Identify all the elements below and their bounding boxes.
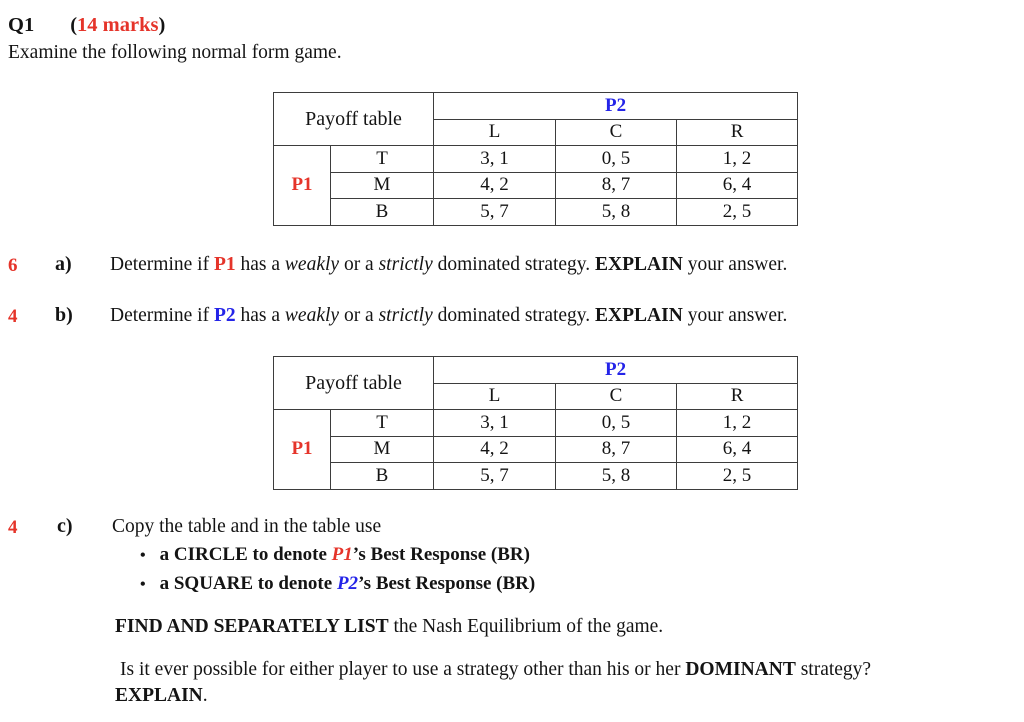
payoff-cell-MR: 6, 4 [676, 435, 799, 463]
part-b-label: b) [55, 304, 73, 326]
row-strategy-T: T [329, 409, 435, 437]
col-strategy-C: C [555, 382, 678, 410]
part-a-mid3: dominated strategy. [432, 254, 596, 275]
question-header: Q1 (14 marks) [8, 13, 165, 39]
payoff-cell-MR: 6, 4 [676, 171, 799, 199]
find-list-bold: FIND AND SEPARATELY LIST [115, 616, 389, 637]
part-a-post: your answer. [682, 254, 788, 275]
part-a-explain: EXPLAIN [595, 254, 683, 275]
payoff-cell-ML: 4, 2 [433, 171, 557, 199]
part-b-pre: Determine if [110, 305, 214, 326]
find-list-instruction: FIND AND SEPARATELY LIST the Nash Equili… [115, 615, 663, 639]
part-b-text: Determine if P2 has a weakly or a strict… [110, 304, 787, 328]
intro-sentence: Examine the following normal form game. [8, 42, 342, 63]
row-strategy-M: M [329, 435, 435, 463]
payoff-cell-TL: 3, 1 [433, 409, 557, 437]
col-strategy-L: L [433, 382, 557, 410]
dominant-question-pre: Is it ever possible for either player to… [120, 659, 686, 680]
paren-open: ( [70, 14, 78, 36]
bullet-circle-player: P1 [331, 544, 353, 565]
payoff-cell-BR: 2, 5 [676, 462, 799, 490]
part-a-player: P1 [213, 254, 236, 275]
row-player-header: P1 [273, 409, 331, 490]
payoff-table-bottom: Payoff table P2 L C R P1 T 3, 1 0, 5 1, … [272, 356, 799, 490]
part-a-mid2: or a [339, 254, 379, 275]
row-strategy-B: B [329, 198, 435, 226]
col-strategy-C: C [555, 118, 678, 146]
dominant-question-post: strategy? [795, 659, 872, 680]
bullet-square-post: ’s Best Response (BR) [358, 573, 536, 594]
payoff-cell-MC: 8, 7 [555, 435, 678, 463]
bullet-circle-pre: a CIRCLE to denote [159, 544, 332, 565]
payoff-table-corner-label: Payoff table [272, 356, 435, 410]
bullet-square-pre: a SQUARE to denote [159, 573, 337, 594]
payoff-cell-BC: 5, 8 [555, 198, 678, 226]
payoff-cell-TR: 1, 2 [676, 145, 799, 173]
bullet-icon: • [140, 547, 146, 564]
part-a-text: Determine if P1 has a weakly or a strict… [110, 253, 787, 277]
col-strategy-R: R [676, 382, 799, 410]
part-b-mid2: or a [339, 305, 379, 326]
payoff-table-top: Payoff table P2 L C R P1 T 3, 1 0, 5 1, … [272, 92, 799, 226]
question-number: Q1 [8, 14, 35, 36]
marks-part-a: 6 [8, 255, 18, 276]
part-b-player: P2 [213, 305, 236, 326]
col-player-header: P2 [433, 356, 799, 384]
bullet-icon: • [140, 576, 146, 593]
part-b-strictly: strictly [378, 305, 433, 326]
payoff-cell-BC: 5, 8 [555, 462, 678, 490]
row-strategy-M: M [329, 171, 435, 199]
payoff-cell-TR: 1, 2 [676, 409, 799, 437]
part-b-mid3: dominated strategy. [432, 305, 596, 326]
bullet-circle-post: ’s Best Response (BR) [352, 544, 530, 565]
part-a-strictly: strictly [378, 254, 433, 275]
part-b-explain: EXPLAIN [595, 305, 683, 326]
bullet-item-square: • a SQUARE to denote P2’s Best Response (… [140, 572, 535, 596]
payoff-cell-ML: 4, 2 [433, 435, 557, 463]
part-a-label: a) [55, 253, 72, 275]
part-c-text: Copy the table and in the table use [112, 516, 382, 537]
explain-instruction: EXPLAIN. [115, 684, 208, 708]
payoff-table-corner-label: Payoff table [272, 92, 435, 146]
find-list-rest: the Nash Equilibrium of the game. [388, 616, 664, 637]
explain-bold: EXPLAIN [115, 685, 203, 706]
payoff-cell-MC: 8, 7 [555, 171, 678, 199]
part-a-weakly: weakly [284, 254, 340, 275]
payoff-cell-TC: 0, 5 [555, 409, 678, 437]
paren-close: ) [158, 14, 166, 36]
bullet-square-player: P2 [336, 573, 359, 594]
part-a-pre: Determine if [110, 254, 214, 275]
part-b-mid1: has a [235, 305, 285, 326]
part-c-label: c) [57, 515, 73, 537]
bullet-item-circle: • a CIRCLE to denote P1’s Best Response (… [140, 543, 530, 567]
col-player-header: P2 [433, 92, 799, 120]
dominant-question: Is it ever possible for either player to… [120, 658, 871, 682]
part-a-mid1: has a [235, 254, 285, 275]
marks-part-c: 4 [8, 517, 18, 538]
row-strategy-T: T [329, 145, 435, 173]
row-strategy-B: B [329, 462, 435, 490]
col-strategy-L: L [433, 118, 557, 146]
dominant-question-bold: DOMINANT [685, 659, 796, 680]
payoff-cell-TL: 3, 1 [433, 145, 557, 173]
payoff-cell-TC: 0, 5 [555, 145, 678, 173]
part-b-weakly: weakly [284, 305, 340, 326]
explain-period: . [202, 685, 208, 706]
payoff-cell-BL: 5, 7 [433, 198, 557, 226]
marks-total: 14 marks [77, 14, 159, 36]
part-b-post: your answer. [682, 305, 788, 326]
payoff-cell-BR: 2, 5 [676, 198, 799, 226]
row-player-header: P1 [273, 145, 331, 226]
col-strategy-R: R [676, 118, 799, 146]
payoff-cell-BL: 5, 7 [433, 462, 557, 490]
marks-part-b: 4 [8, 306, 18, 327]
